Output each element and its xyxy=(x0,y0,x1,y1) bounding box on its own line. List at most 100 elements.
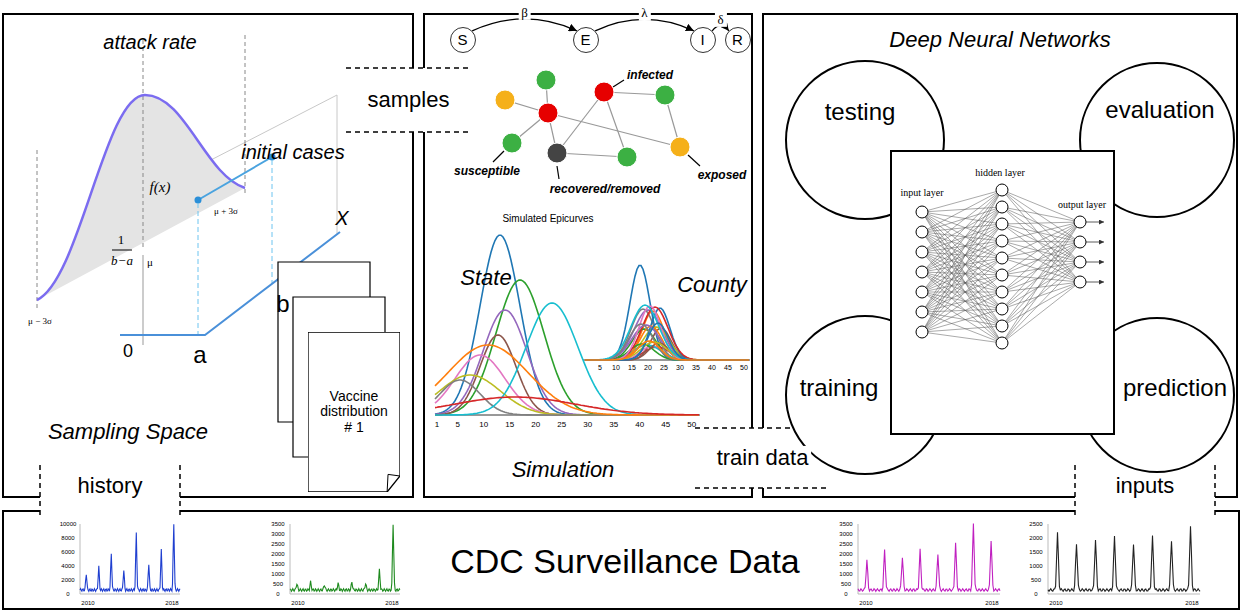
state-circle: I xyxy=(690,27,716,53)
plot-label: b−a xyxy=(111,254,133,268)
axis-tick: 3000 xyxy=(839,531,852,538)
state-circle: R xyxy=(725,27,751,53)
state-circle: S xyxy=(450,27,476,53)
axis-tick: 0 xyxy=(844,591,847,598)
axis-tick: 0 xyxy=(276,591,279,598)
axis-tick: 1000 xyxy=(1029,563,1042,570)
node-label: R xyxy=(732,31,743,48)
axis-tick: 2500 xyxy=(271,541,284,548)
edge-label: δ xyxy=(714,12,726,26)
state-circle: E xyxy=(573,27,599,53)
axis-tick: 3500 xyxy=(839,521,852,528)
axis-tick: 45 xyxy=(661,421,670,430)
node-label: prediction xyxy=(1123,375,1227,401)
node-label: evaluation xyxy=(1105,97,1214,123)
axis-tick: 2018 xyxy=(165,600,178,607)
network-panel xyxy=(890,150,1115,435)
network-dots xyxy=(495,70,690,167)
edge-label: history xyxy=(75,473,146,497)
annotation: susceptible xyxy=(454,165,520,178)
axis-tick: 500 xyxy=(1031,577,1041,584)
node-label: training xyxy=(800,375,879,401)
plot-label: f(x) xyxy=(150,179,171,196)
panel: Sampling Space Vaccine distribution # 1 xyxy=(2,13,414,498)
axis-tick: 35 xyxy=(609,421,618,430)
axis-tick: 5 xyxy=(456,421,460,430)
axis-tick: 500 xyxy=(841,581,851,588)
panel-heading: Simulation xyxy=(512,458,615,482)
axis-tick: 25 xyxy=(557,421,566,430)
edge-label: train data xyxy=(714,446,812,470)
axis-tick: 15 xyxy=(628,364,636,372)
edge-label: samples xyxy=(365,88,453,112)
plot-label: μ − 3σ xyxy=(28,317,52,327)
plot-label: 1 xyxy=(118,233,125,247)
axis-tick: 2500 xyxy=(839,541,852,548)
axis-tick: 2010 xyxy=(1049,600,1062,607)
axis-tick: 2000 xyxy=(1029,535,1042,542)
annotation: County xyxy=(677,273,747,297)
axis-tick: 15 xyxy=(505,421,514,430)
annotation: Simulated Epicurves xyxy=(502,213,593,224)
axis-tick: 2000 xyxy=(61,577,74,584)
node-label: Vaccine distribution # 1 xyxy=(318,389,390,435)
panel-heading: Sampling Space xyxy=(48,420,208,444)
axis-tick: 45 xyxy=(724,364,732,372)
axis-tick: 20 xyxy=(531,421,540,430)
panel-heading: CDC Surveillance Data xyxy=(450,543,800,580)
edge-label: β xyxy=(518,6,531,20)
transition-arrow xyxy=(712,26,729,31)
network-graph xyxy=(493,80,700,179)
node-label: S xyxy=(457,31,467,48)
axis-tick: 30 xyxy=(676,364,684,372)
axis-tick: 25 xyxy=(660,364,668,372)
edge-label: λ xyxy=(638,6,650,20)
annotation: recovered/removed xyxy=(550,183,661,196)
surveillance-charts xyxy=(80,523,1200,594)
axis-tick: 500 xyxy=(273,581,283,588)
axis-tick: 2010 xyxy=(291,600,304,607)
plot-label: μ + 3σ xyxy=(214,207,238,217)
panel-outline xyxy=(424,14,752,497)
axis-tick: 50 xyxy=(740,364,748,372)
axis-tick: 4000 xyxy=(61,563,74,570)
axis-tick: 1500 xyxy=(271,561,284,568)
node-label: I xyxy=(700,31,704,48)
axis-tick: 2018 xyxy=(385,600,398,607)
axis-tick: 6000 xyxy=(61,549,74,556)
node-label: E xyxy=(580,31,590,48)
annotation: State xyxy=(460,266,511,290)
epicurves xyxy=(435,235,750,415)
dashed-link xyxy=(1075,465,1215,518)
dashed-link xyxy=(346,68,471,132)
axis-tick: 10000 xyxy=(60,521,77,528)
axis-tick: 2010 xyxy=(81,600,94,607)
axis-tick: 2018 xyxy=(1185,600,1198,607)
dashed-link xyxy=(40,465,180,518)
axis-tick: 3000 xyxy=(271,531,284,538)
plot-label: attack rate xyxy=(103,31,196,53)
plot-label: μ xyxy=(147,256,153,268)
document: Vaccine distribution # 1 xyxy=(308,332,400,492)
axis-tick: 1 xyxy=(435,421,439,430)
edge-label: inputs xyxy=(1113,473,1178,497)
axis-tick: 30 xyxy=(583,421,592,430)
plot-label: 0 xyxy=(123,342,133,362)
annotation: exposed xyxy=(698,169,747,182)
transition-arrow xyxy=(472,19,577,31)
band: CDC Surveillance Data xyxy=(2,510,1240,610)
axis-tick: 10 xyxy=(612,364,620,372)
axis-tick: 40 xyxy=(708,364,716,372)
axis-tick: 35 xyxy=(692,364,700,372)
panel: Simulation S E I R xyxy=(423,13,753,498)
axis-tick: 10 xyxy=(479,421,488,430)
axis-tick: 8000 xyxy=(61,535,74,542)
axis-tick: 0 xyxy=(1034,591,1037,598)
neural-network xyxy=(892,152,1113,433)
axis-tick: 1500 xyxy=(1029,549,1042,556)
axis-tick: 40 xyxy=(635,421,644,430)
axis-tick: 1500 xyxy=(839,561,852,568)
axis-tick: 3500 xyxy=(271,521,284,528)
axis-tick: 1000 xyxy=(271,571,284,578)
axis-tick: 2000 xyxy=(839,551,852,558)
